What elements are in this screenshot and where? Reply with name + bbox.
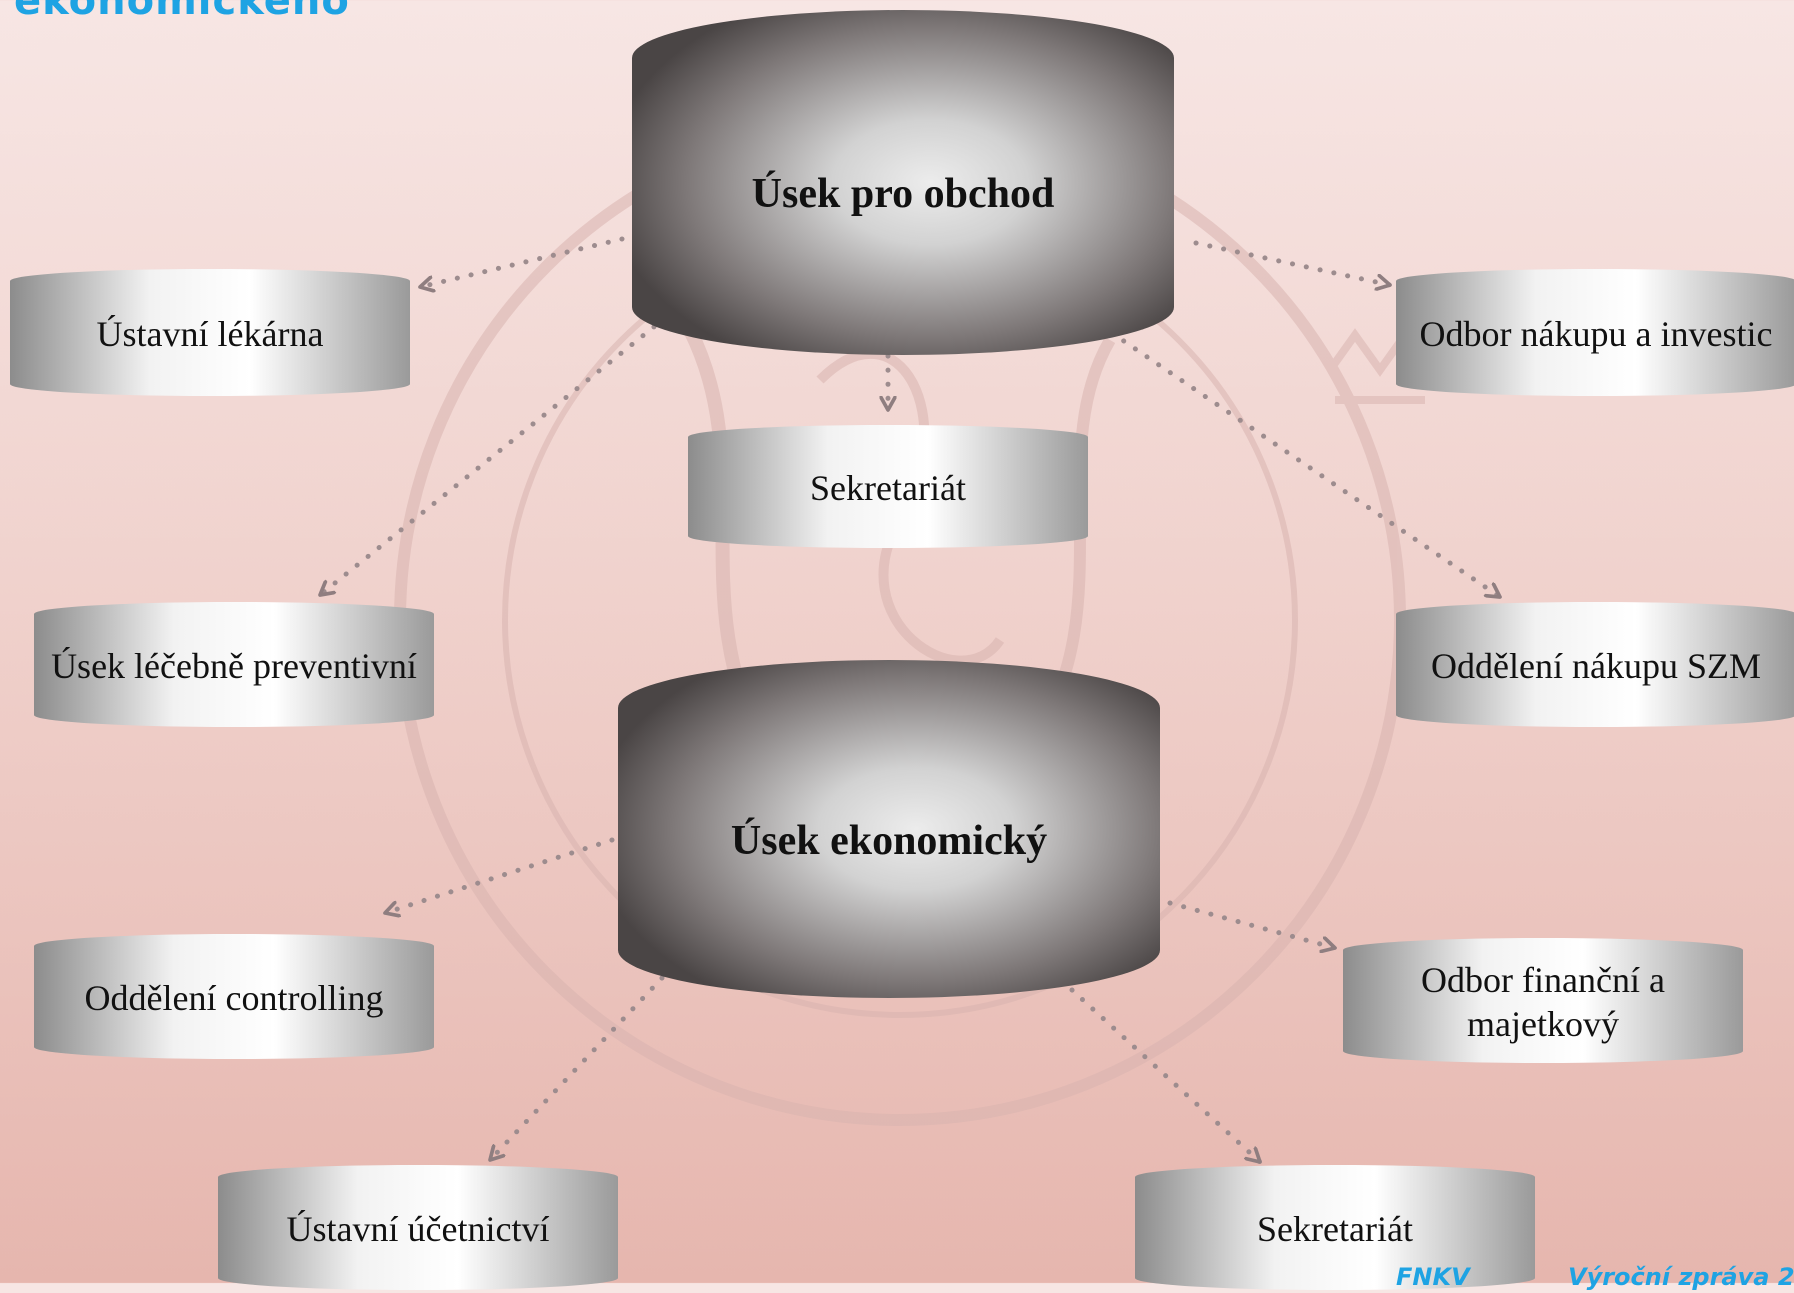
node-oddeleni-controlling: Oddělení controlling [34, 934, 434, 1059]
cylinder-shape [688, 425, 1088, 548]
node-usek-pro-obchod: Úsek pro obchod [632, 10, 1174, 355]
arrow-to-ustavni-lekarna [417, 236, 625, 287]
footer-left: FNKV [1396, 1263, 1470, 1291]
cylinder-shape [218, 1165, 618, 1290]
node-usek-ekonomicky: Úsek ekonomický [618, 660, 1160, 998]
node-label: Úsek ekonomický [730, 817, 1048, 864]
arrow-to-usek-lecebne [317, 315, 668, 598]
cylinder-shape [618, 660, 1160, 998]
arrow-to-controlling [382, 837, 615, 913]
cylinder-shape [632, 10, 1174, 355]
node-ustavni-lekarna: Ústavní lékárna [10, 269, 410, 396]
node-oddeleni-nakupu-szm: Oddělení nákupu SZM [1396, 602, 1794, 727]
node-label: Ústavní lékárna [96, 313, 324, 354]
node-label: Úsek léčebně preventivní [51, 645, 417, 686]
node-sekretariat-bottom: Sekretariát [1135, 1165, 1535, 1290]
arrow-to-odbor-nakupu [1193, 240, 1393, 285]
node-label-line2: majetkový [1467, 1003, 1619, 1044]
cylinder-shape [1396, 602, 1794, 727]
cylinder-shape [34, 602, 434, 727]
node-label: Oddělení controlling [84, 977, 384, 1018]
node-odbor-financni-a-majetkovy: Odbor finanční a majetkový [1343, 938, 1743, 1063]
node-label: Odbor nákupu a investic [1419, 313, 1773, 354]
arrow-to-ucetnictvi [487, 975, 665, 1163]
page-title: ekonomického [14, 0, 350, 24]
arrow-to-sekretariat-bottom [1069, 987, 1263, 1165]
node-label: Odbor finanční a majetkový [1343, 938, 1743, 1063]
cylinder-shape [1135, 1165, 1535, 1290]
footer-right: Výroční zpráva 20 [1568, 1263, 1794, 1291]
cylinder-shape [10, 269, 410, 396]
node-usek-lecebne-preventivni: Úsek léčebně preventivní [34, 602, 434, 727]
node-label: Oddělení nákupu SZM [1431, 645, 1761, 686]
node-odbor-nakupu-a-investic: Odbor nákupu a investic [1396, 269, 1794, 396]
node-label: Sekretariát [1257, 1208, 1413, 1249]
node-label-line1: Odbor finanční a [1421, 960, 1665, 1001]
arrow-to-odbor-financni [1167, 900, 1338, 948]
node-label: Sekretariát [810, 467, 966, 508]
node-sekretariat-top: Sekretariát [688, 425, 1088, 548]
cylinder-shape [1396, 269, 1794, 396]
cylinder-shape [34, 934, 434, 1059]
node-label: Ústavní účetnictví [286, 1208, 550, 1249]
node-label: Úsek pro obchod [751, 171, 1055, 218]
cylinder-shape [1343, 938, 1743, 1063]
node-ustavni-ucetnictvi: Ústavní účetnictví [218, 1165, 618, 1290]
